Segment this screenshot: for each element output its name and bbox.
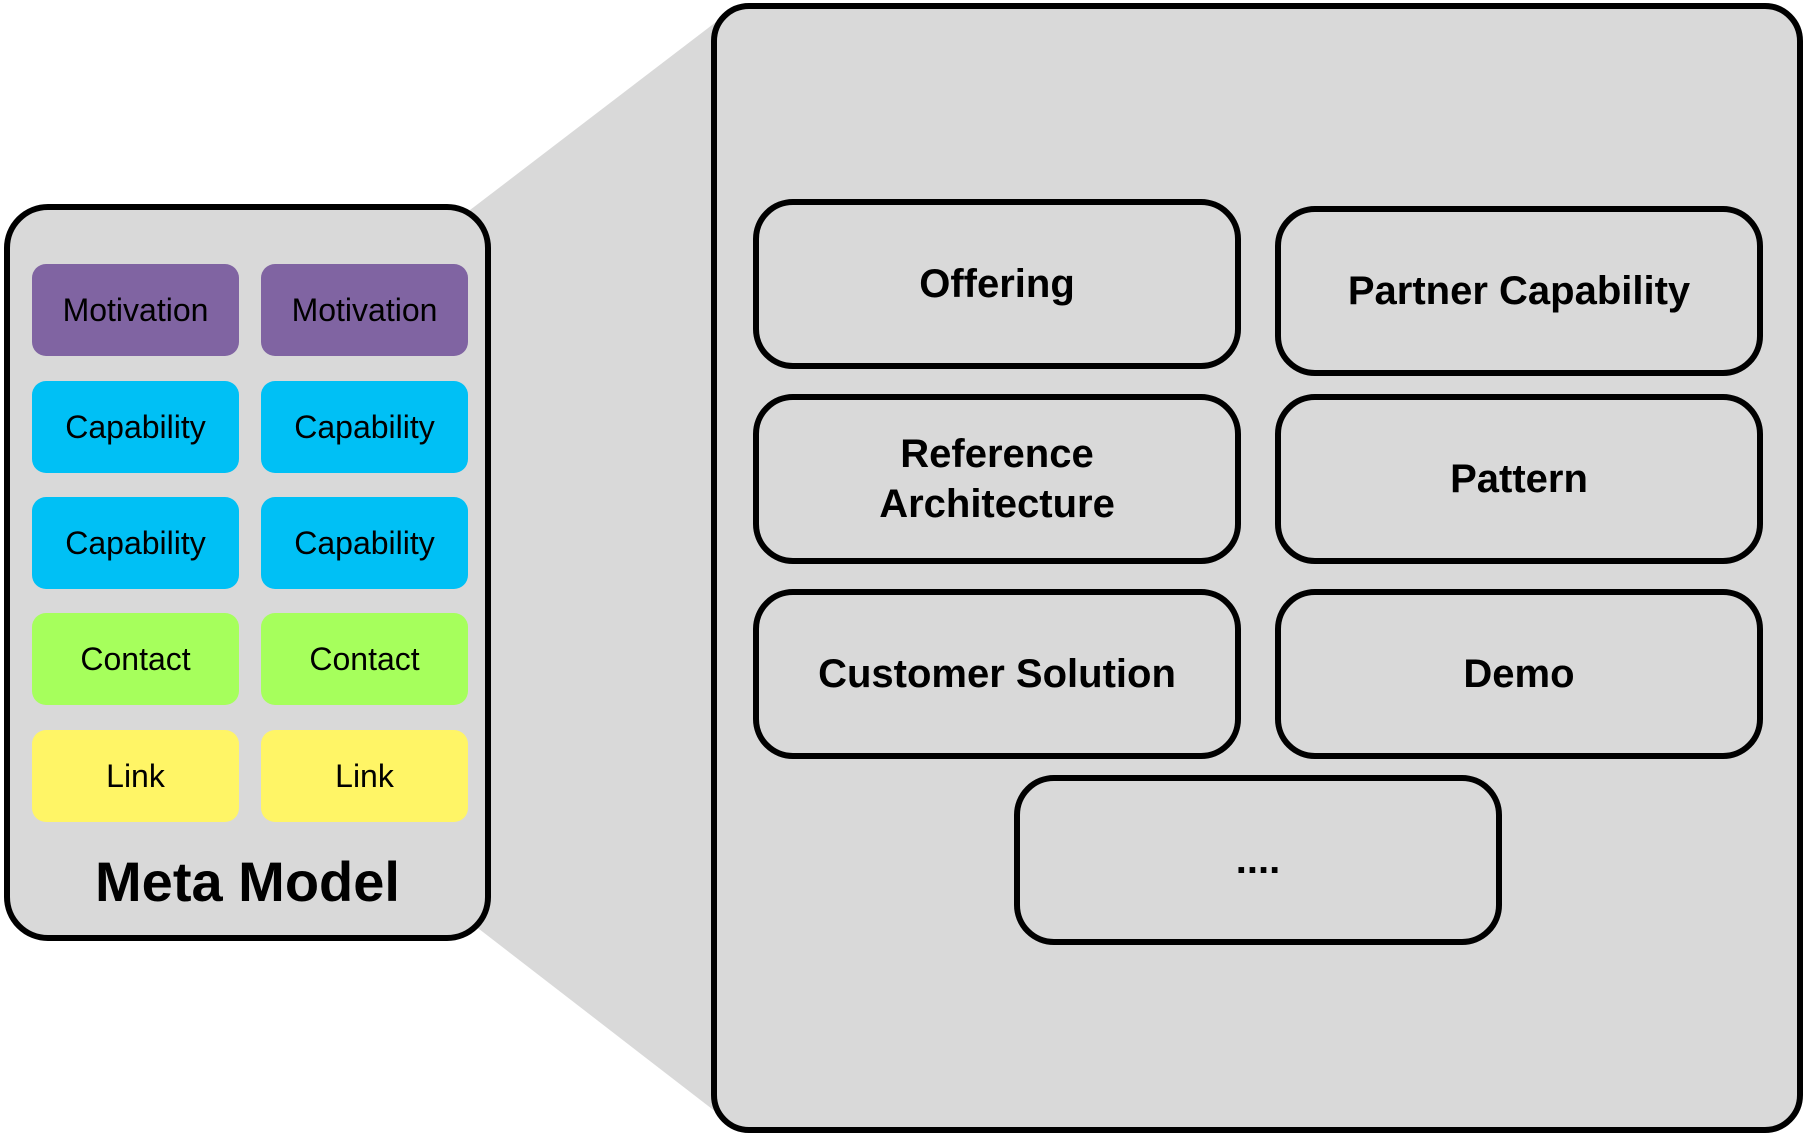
motivation-chip: Motivation [261,264,468,356]
capability-chip: Capability [261,497,468,589]
contact-chip: Contact [32,613,239,705]
more-card: .... [1014,775,1502,945]
offering-card: Offering [753,199,1241,369]
partner-capability-card: Partner Capability [1275,206,1763,376]
link-chip: Link [261,730,468,822]
capability-chip: Capability [261,381,468,473]
capability-chip: Capability [32,381,239,473]
demo-card: Demo [1275,589,1763,759]
pattern-card: Pattern [1275,394,1763,564]
meta-model-panel: Motivation Motivation Capability Capabil… [4,204,491,941]
reference-architecture-card: Reference Architecture [753,394,1241,564]
zoom-wedge [470,22,716,1112]
meta-model-title: Meta Model [95,850,400,913]
link-chip: Link [32,730,239,822]
detail-panel: Offering Partner Capability Reference Ar… [711,3,1803,1133]
capability-chip: Capability [32,497,239,589]
contact-chip: Contact [261,613,468,705]
customer-solution-card: Customer Solution [753,589,1241,759]
motivation-chip: Motivation [32,264,239,356]
